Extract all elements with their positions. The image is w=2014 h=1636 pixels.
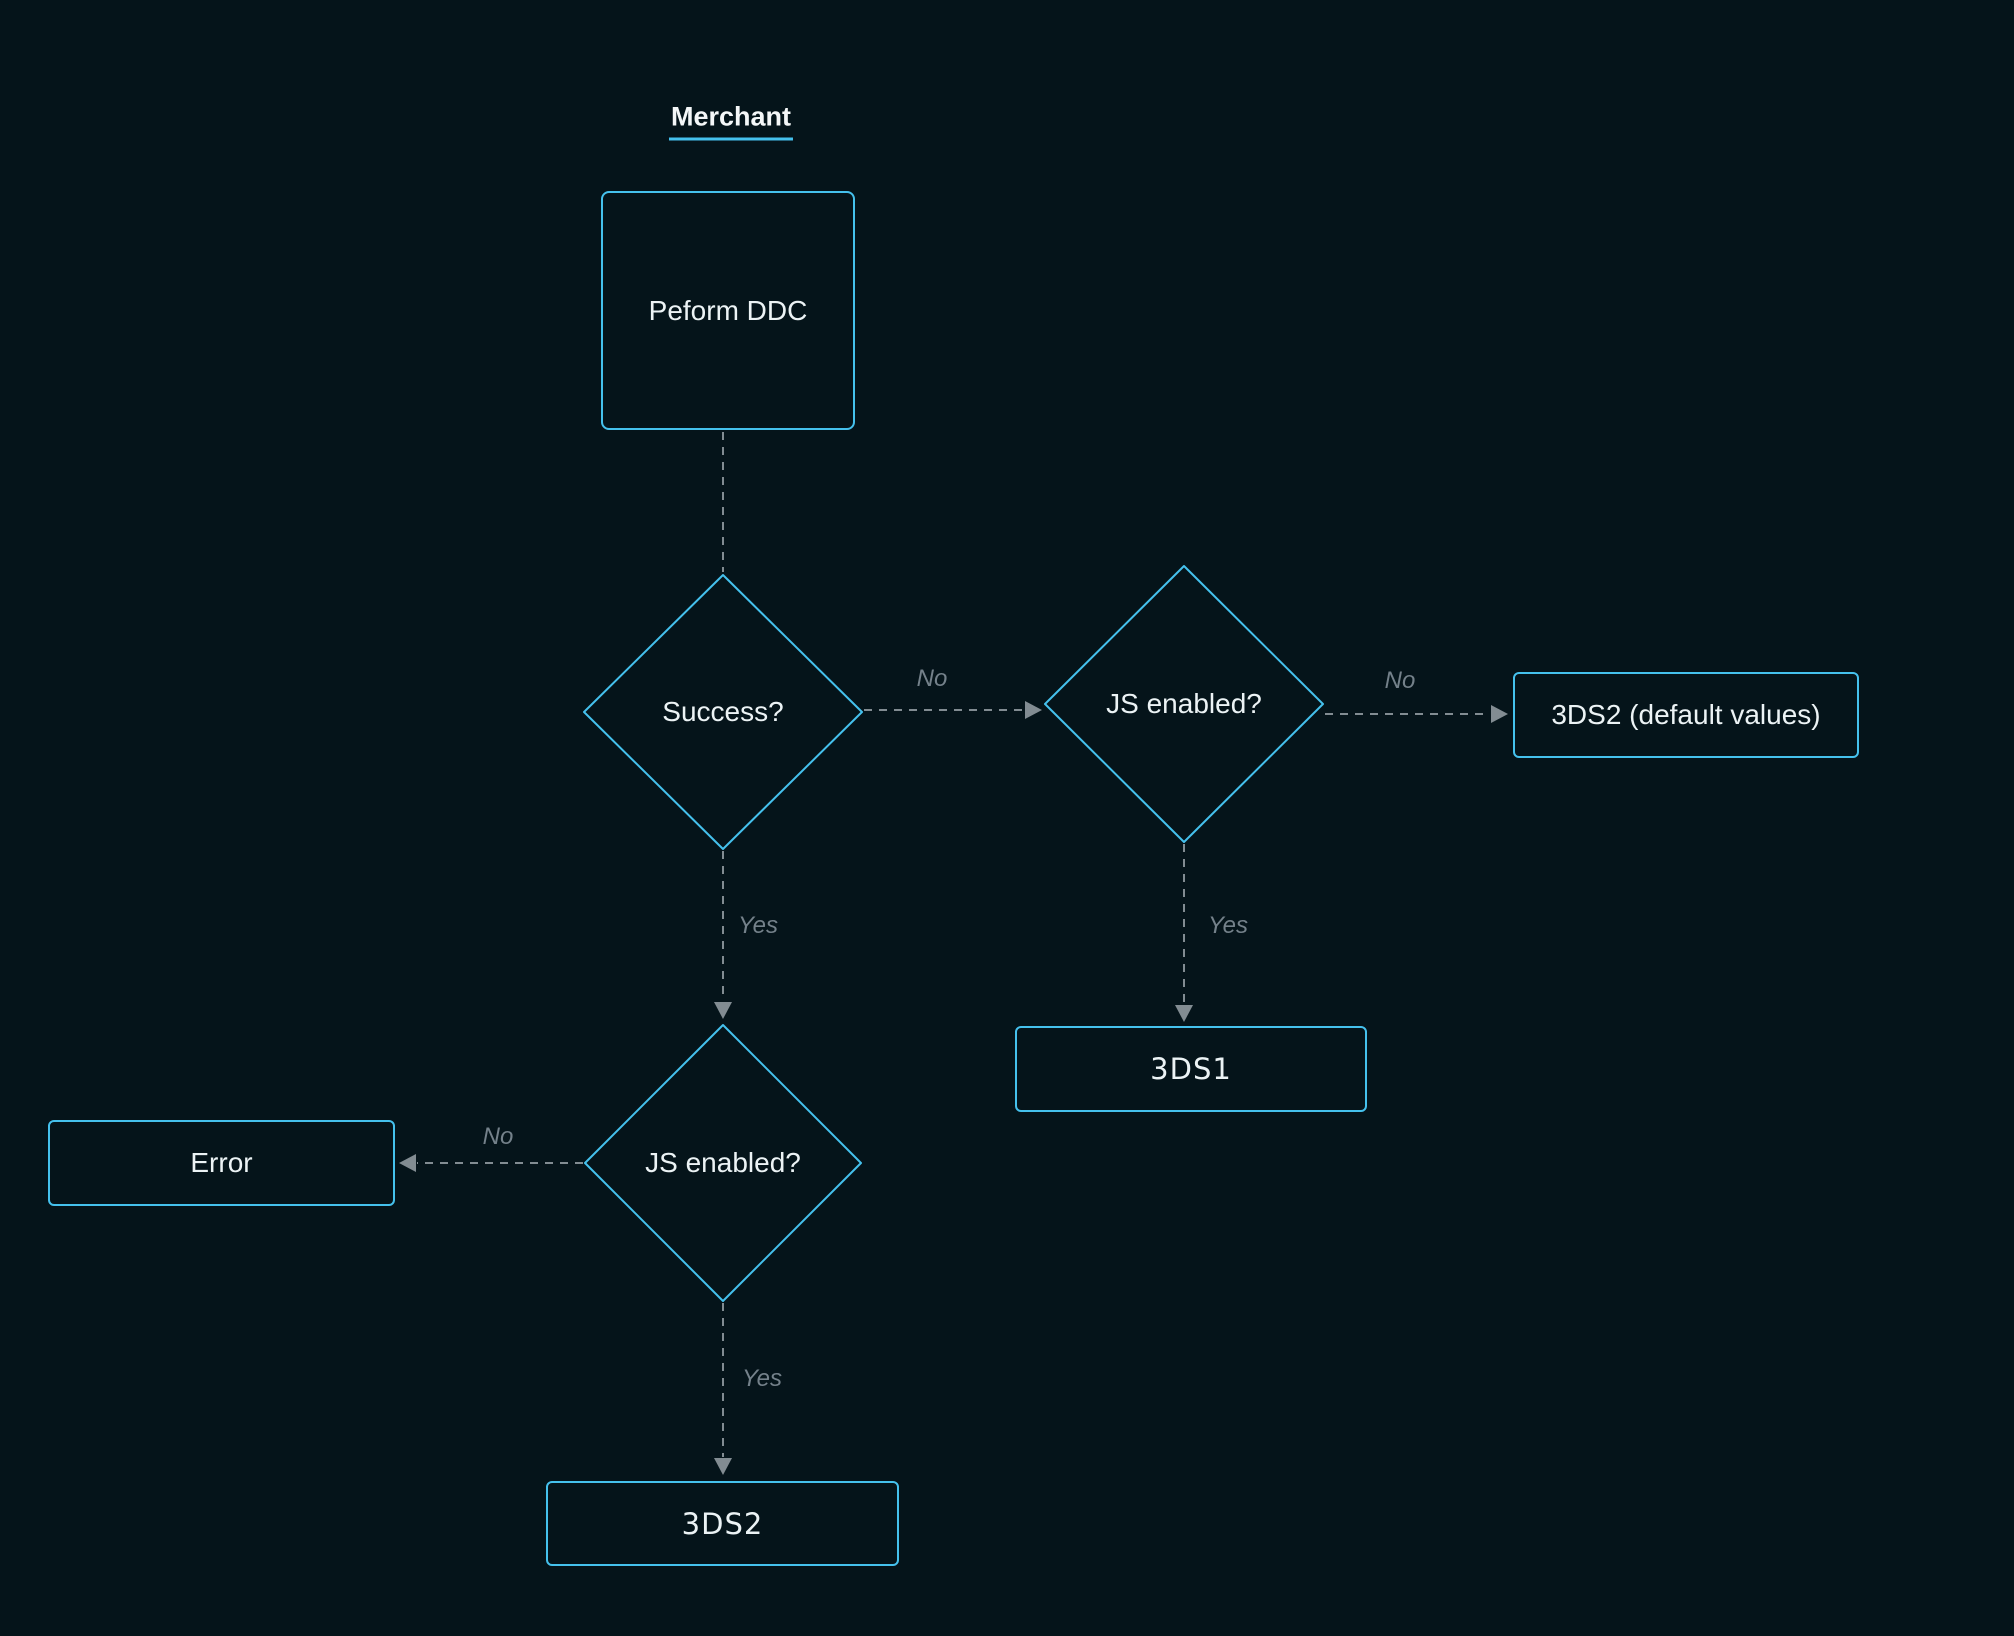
edge-js-bottom-to-error-arrowhead-icon [399,1154,416,1172]
edge-label-js-top-no: No [1384,667,1416,694]
node-error[interactable]: Error [48,1120,395,1206]
edge-label-js-bottom-no: No [482,1123,514,1150]
edge-success-to-js-bottom-arrowhead-icon [714,1002,732,1019]
edge-label-success-no: No [916,665,948,692]
node-threeds1[interactable]: 3DS1 [1015,1026,1367,1112]
diagram-title: Merchant [668,102,794,141]
edge-success-to-js-top-arrowhead-icon [1025,701,1042,719]
node-success-shape[interactable] [583,574,863,850]
edge-label-js-top-yes: Yes [1207,912,1249,939]
node-js-enabled-top-shape[interactable] [1044,565,1324,843]
edge-label-success-yes: Yes [737,912,779,939]
node-perform-ddc[interactable]: Peform DDC [601,191,855,430]
node-threeds2-default[interactable]: 3DS2 (default values) [1513,672,1859,758]
edge-label-js-bottom-yes: Yes [741,1365,783,1392]
node-js-enabled-bottom-shape[interactable] [584,1024,862,1302]
node-threeds2[interactable]: 3DS2 [546,1481,899,1566]
edge-js-top-to-threeds2-default-arrowhead-icon [1491,705,1508,723]
edge-js-bottom-to-threeds2-arrowhead-icon [714,1458,732,1475]
edge-js-top-to-threeds1-arrowhead-icon [1175,1005,1193,1022]
